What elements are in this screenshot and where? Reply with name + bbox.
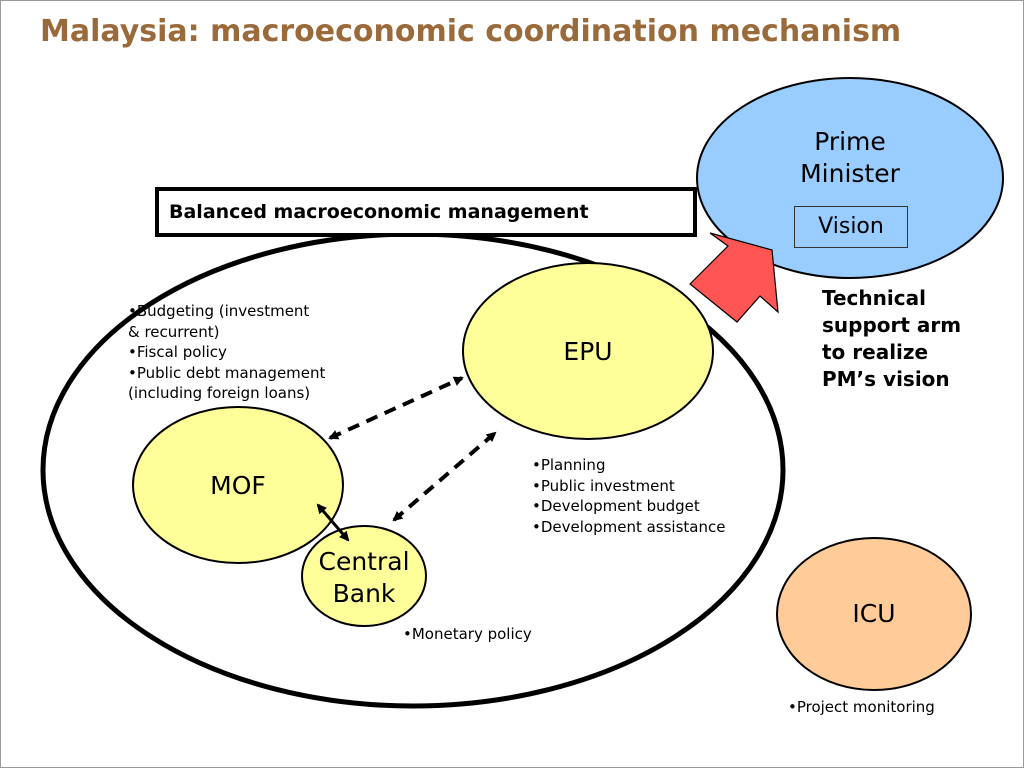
mof-cb-arrow [316, 503, 350, 542]
mof-epu-arrow [328, 376, 464, 440]
technical-support-line: PM’s vision [822, 367, 950, 391]
support-arrow-fill [689, 232, 779, 323]
mof-ellipse [132, 406, 344, 564]
list-item: •Budgeting (investment [128, 302, 310, 320]
central-bank-functions-list: •Monetary policy [403, 624, 532, 645]
central-bank-label: Central Bank [302, 546, 426, 610]
list-item: & recurrent) [128, 322, 220, 341]
mof-label: MOF [210, 471, 266, 500]
vision-box: Vision [794, 206, 908, 248]
epu-label: EPU [563, 337, 613, 366]
mof-functions-list: •Budgeting (investment & recurrent) •Fis… [128, 301, 325, 404]
list-item: •Fiscal policy [128, 343, 227, 361]
prime-minister-label-line2: Minister [800, 159, 900, 188]
technical-support-line: to realize [822, 340, 929, 364]
icu-label: ICU [852, 599, 896, 628]
icu-ellipse [776, 537, 972, 691]
banner-box: Balanced macroeconomic management [155, 187, 697, 237]
epu-functions-list: •Planning •Public investment •Developmen… [532, 455, 725, 537]
epu-ellipse [462, 262, 714, 440]
central-bank-label-line2: Bank [332, 579, 396, 608]
list-item: •Development assistance [532, 517, 726, 536]
technical-support-line: support arm [822, 313, 962, 337]
cb-epu-arrow [392, 431, 497, 522]
list-item: •Development budget [532, 497, 700, 515]
icu-functions-list: •Project monitoring [788, 697, 935, 718]
prime-minister-label-line1: Prime [814, 127, 886, 156]
list-item: •Project monitoring [788, 698, 935, 716]
list-item: •Public debt management [128, 363, 326, 382]
central-bank-label-line1: Central [318, 547, 410, 576]
prime-minister-label: Prime Minister [770, 126, 930, 190]
list-item: (including foreign loans) [128, 384, 311, 402]
technical-support-text: Technical support arm to realize PM’s vi… [822, 285, 1002, 393]
page-title: Malaysia: macroeconomic coordination mec… [40, 14, 902, 49]
list-item: •Monetary policy [403, 625, 532, 643]
central-bank-ellipse [301, 525, 427, 627]
list-item: •Planning [532, 456, 606, 474]
list-item: •Public investment [532, 476, 675, 495]
prime-minister-ellipse [696, 77, 1004, 279]
technical-support-line: Technical [822, 286, 926, 310]
